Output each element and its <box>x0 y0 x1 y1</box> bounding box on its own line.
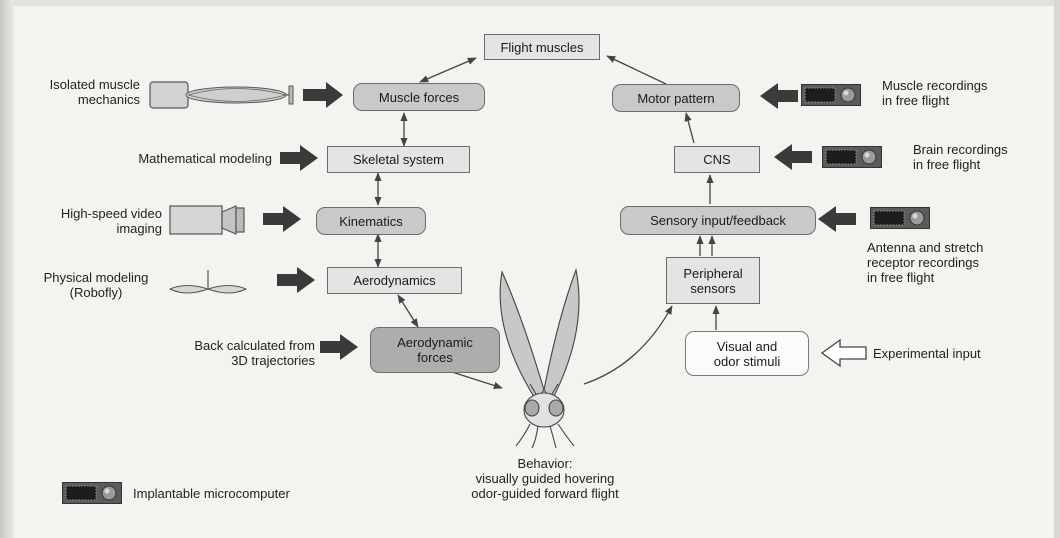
arrow-aerodynamics-forces <box>397 294 419 328</box>
label-brain-rec-line2: in free flight <box>913 157 981 172</box>
label-isolated-muscle: Isolated muscle mechanics <box>30 77 140 107</box>
label-physical-line1: Physical modeling <box>43 270 149 285</box>
label-back-line2: 3D trajectories <box>231 353 315 368</box>
box-peripheral-sensors: Peripheral sensors <box>666 257 760 304</box>
label-back-calculated: Back calculated from 3D trajectories <box>140 338 315 368</box>
box-peripheral-line2: sensors <box>690 280 736 296</box>
box-cns-label: CNS <box>703 152 731 167</box>
label-physical-modeling: Physical modeling (Robofly) <box>30 270 162 300</box>
label-video-line2: imaging <box>116 221 162 236</box>
arrow-motor-flight <box>606 55 667 85</box>
thick-arrow-video <box>263 206 301 232</box>
label-behavior: Behavior: visually guided hovering odor-… <box>440 456 650 501</box>
label-back-line1: Back calculated from <box>194 338 315 353</box>
fly-illustration <box>499 268 580 449</box>
box-kinematics-label: Kinematics <box>339 213 403 229</box>
box-aerodynamic-forces-line1: Aerodynamic <box>397 335 473 350</box>
label-antenna-recordings: Antenna and stretch receptor recordings … <box>867 240 983 285</box>
box-sensory-input: Sensory input/feedback <box>620 206 816 235</box>
box-flight-muscles: Flight muscles <box>484 34 600 60</box>
thick-arrow-back <box>320 334 358 360</box>
box-muscle-forces-label: Muscle forces <box>378 89 460 105</box>
right-input-arrows <box>760 83 856 232</box>
label-high-speed-video: High-speed video imaging <box>30 206 162 236</box>
microcomputer-chip-icon <box>801 84 861 106</box>
box-aerodynamics: Aerodynamics <box>327 267 462 294</box>
microcomputer-chip-icon <box>870 207 930 229</box>
scan-border-right <box>1054 0 1060 538</box>
box-motor-pattern-label: Motor pattern <box>637 90 715 106</box>
arrow-cns-motor <box>684 112 695 144</box>
open-arrow-experimental <box>820 338 867 368</box>
label-math-modeling: Mathematical modeling <box>138 151 272 166</box>
box-skeletal-system: Skeletal system <box>327 146 470 173</box>
scan-border-top <box>0 0 1060 6</box>
box-kinematics: Kinematics <box>316 207 426 235</box>
box-aerodynamic-forces: Aerodynamic forces <box>370 327 500 373</box>
label-behavior-line2: visually guided hovering <box>475 471 615 486</box>
label-muscle-rec-line1: Muscle recordings <box>882 78 988 93</box>
box-cns: CNS <box>674 146 760 173</box>
muscle-specimen-illustration <box>149 81 294 109</box>
label-behavior-line1: Behavior: <box>517 456 573 471</box>
box-visual-odor-stimuli: Visual and odor stimuli <box>685 331 809 376</box>
left-input-arrows <box>263 82 358 360</box>
box-sensory-input-label: Sensory input/feedback <box>650 213 786 228</box>
label-muscle-recordings: Muscle recordings in free flight <box>882 78 988 108</box>
label-physical-line2: (Robofly) <box>69 285 123 300</box>
thick-arrow-physical <box>277 267 315 293</box>
label-muscle-rec-line2: in free flight <box>882 93 950 108</box>
box-visual-line1: Visual and <box>716 338 778 354</box>
box-motor-pattern: Motor pattern <box>612 84 740 112</box>
thick-arrow-antenna <box>818 206 856 232</box>
box-flight-muscles-label: Flight muscles <box>500 39 584 55</box>
label-isolated-line2: mechanics <box>77 92 140 107</box>
legend-label: Implantable microcomputer <box>133 486 290 501</box>
box-skeletal-system-label: Skeletal system <box>352 152 445 167</box>
camera-illustration <box>169 205 245 235</box>
label-isolated-line1: Isolated muscle <box>49 77 140 92</box>
box-muscle-forces: Muscle forces <box>353 83 485 111</box>
scan-border-left <box>0 0 14 538</box>
box-visual-line2: odor stimuli <box>713 353 781 369</box>
label-video-line1: High-speed video <box>60 206 162 221</box>
arrow-behavior-peripheral <box>583 305 673 385</box>
label-behavior-line3: odor-guided forward flight <box>471 486 619 501</box>
arrow-forces-behavior <box>451 371 503 389</box>
box-aerodynamic-forces-line2: forces <box>417 350 453 365</box>
label-antenna-line1: Antenna and stretch <box>867 240 984 255</box>
microcomputer-chip-icon <box>822 146 882 168</box>
thick-arrow-brain-rec <box>774 144 812 170</box>
legend-microcomputer-icon <box>62 482 122 504</box>
arrow-flight-muscle-forces <box>419 57 477 83</box>
thick-arrow-muscle-rec <box>760 83 798 109</box>
label-antenna-line3: in free flight <box>867 270 935 285</box>
thick-arrow-math <box>280 145 318 171</box>
label-brain-recordings: Brain recordings in free flight <box>913 142 1008 172</box>
box-aerodynamics-label: Aerodynamics <box>353 273 436 288</box>
box-peripheral-line1: Peripheral <box>683 265 743 281</box>
label-antenna-line2: receptor recordings <box>867 255 979 270</box>
label-brain-rec-line1: Brain recordings <box>913 142 1008 157</box>
label-experimental-input: Experimental input <box>873 346 981 361</box>
thick-arrow-isolated <box>303 82 343 108</box>
robofly-illustration <box>168 270 248 294</box>
